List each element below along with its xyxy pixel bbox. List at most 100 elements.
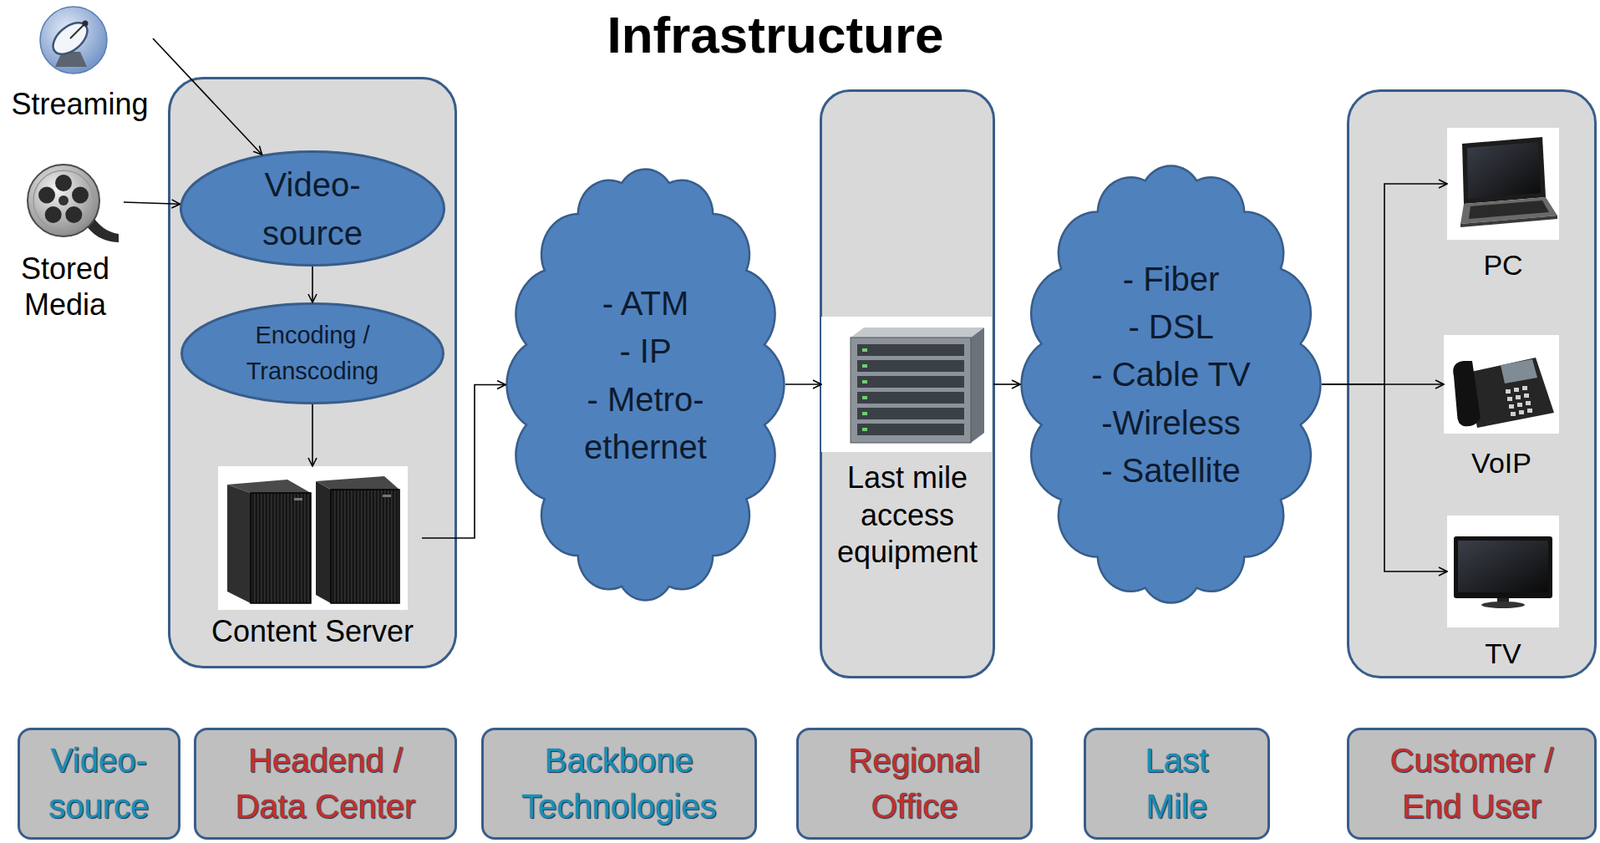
device-node: TV: [1447, 515, 1560, 671]
router-chassis-icon: [862, 427, 868, 432]
film-reel-icon: [27, 164, 100, 237]
text-stack: Streaming: [6, 86, 153, 122]
cloud-outline: [507, 168, 785, 600]
cloud-outline: [1021, 165, 1321, 603]
film-reel-icon: [55, 174, 72, 192]
router-chassis-icon: [850, 327, 985, 338]
node-label: Last Mile: [1127, 737, 1228, 830]
stage-band: Regional Office: [796, 727, 1033, 840]
text-stack: - ATM- IP- Metro-ethernet: [549, 279, 742, 490]
device-node: Stored Media: [6, 158, 124, 323]
region-panel: PC VoIP TV: [1346, 89, 1597, 679]
connector-arrow: [311, 266, 314, 303]
desk-phone-icon: [1452, 360, 1481, 427]
node-label: - DSL: [1050, 303, 1293, 351]
stage-band: Backbone Technologies: [481, 727, 757, 840]
film-reel-icon: [33, 170, 94, 231]
node-label: PC: [1447, 248, 1560, 283]
text-stack: Encoding / Transcoding: [237, 317, 388, 391]
desk-phone-icon: [1467, 357, 1555, 428]
router-chassis-icon: [970, 327, 985, 443]
text-stack: Stored Media: [6, 250, 124, 323]
desk-phone-icon: [1518, 410, 1524, 415]
node-label: TV: [1447, 636, 1560, 671]
desk-phone-icon: [1527, 408, 1533, 413]
text-stack: Last mile access equipment: [823, 459, 991, 572]
node-label: Regional Office: [822, 737, 1007, 830]
text-stack: Regional Office: [822, 737, 1007, 830]
node-label: Content Server: [203, 613, 422, 650]
node-label: - Satellite: [1050, 446, 1293, 495]
text-stack: Headend / Data Center: [225, 737, 427, 830]
network-cloud: - Fiber- DSL- Cable TV-Wireless- Satelli…: [1020, 164, 1322, 605]
router-chassis-icon: [857, 375, 965, 388]
film-reel-icon: [71, 187, 89, 204]
diagram-title: Infrastructure: [482, 4, 1068, 67]
server-rack-icon: [315, 476, 400, 490]
desk-phone-icon: [1515, 395, 1521, 400]
satellite-dish-icon: [66, 45, 74, 54]
device-node: PC: [1447, 127, 1560, 283]
node-label: Video-source: [241, 160, 384, 258]
ellipse-outline: [182, 304, 444, 404]
router-chassis-icon: [821, 316, 992, 453]
desk-phone-icon: [1523, 393, 1529, 398]
laptop-icon: [1467, 142, 1541, 199]
router-chassis-icon: [857, 360, 965, 372]
ellipse-outline: [181, 152, 445, 266]
film-reel-icon: [58, 195, 69, 206]
connector-arrow: [421, 385, 506, 539]
node-label: Customer / End User: [1371, 737, 1573, 830]
region-panel: Video-sourceEncoding / TranscodingConten…: [167, 76, 458, 669]
stage-band: Headend / Data Center: [193, 727, 458, 840]
ellipse-outline: [180, 302, 445, 405]
router-chassis-icon: [857, 344, 965, 356]
film-reel-icon: [65, 206, 82, 224]
desk-phone-icon: [1517, 402, 1523, 407]
node-label: Video-source: [36, 737, 163, 830]
laptop-icon: [1460, 197, 1558, 224]
connector-arrow: [311, 404, 314, 467]
text-stack: PC: [1447, 248, 1560, 283]
router-chassis-icon: [857, 391, 965, 404]
desk-phone-icon: [1443, 335, 1560, 434]
stage-band: Customer / End User: [1346, 727, 1597, 840]
film-reel-icon: [45, 206, 62, 224]
node-label: -Wireless: [1050, 399, 1293, 447]
server-rack-icon: [227, 479, 311, 493]
desk-phone-icon: [1510, 411, 1516, 417]
text-stack: Customer / End User: [1371, 737, 1573, 830]
process-ellipse: Video-source: [179, 150, 446, 267]
server-rack-icon: [330, 489, 400, 604]
text-stack: Backbone Technologies: [506, 737, 732, 830]
server-rack-icon: [218, 466, 408, 610]
text-stack: Last Mile: [1127, 737, 1228, 830]
satellite-dish-icon: [82, 20, 89, 27]
television-icon: [1453, 536, 1553, 599]
icon-space: [6, 5, 153, 87]
icon-space: [6, 158, 124, 251]
node-label: - Cable TV: [1050, 350, 1293, 399]
router-chassis-icon: [857, 423, 965, 436]
process-ellipse: Encoding / Transcoding: [180, 302, 445, 405]
server-rack-icon: [294, 497, 303, 501]
node-label: Last mile access equipment: [823, 459, 991, 572]
television-icon: [1497, 598, 1509, 604]
text-stack: - Fiber- DSL- Cable TV-Wireless- Satelli…: [1050, 255, 1293, 514]
device-node: Content Server: [203, 466, 422, 650]
text-stack: VoIP: [1443, 446, 1560, 481]
text-stack: Video-source: [241, 160, 384, 258]
region-panel: Last mile access equipment: [819, 89, 996, 679]
desk-phone-icon: [1507, 396, 1513, 402]
node-label: Encoding / Transcoding: [237, 317, 388, 391]
device-node: VoIP: [1443, 335, 1560, 481]
server-rack-icon: [218, 466, 408, 610]
node-label: Headend / Data Center: [225, 737, 427, 830]
text-stack: TV: [1447, 636, 1560, 671]
title-block: Infrastructure: [482, 4, 1068, 67]
laptop-icon: [1468, 200, 1550, 219]
connector-arrow: [1321, 183, 1448, 385]
desk-phone-icon: [1443, 335, 1560, 434]
